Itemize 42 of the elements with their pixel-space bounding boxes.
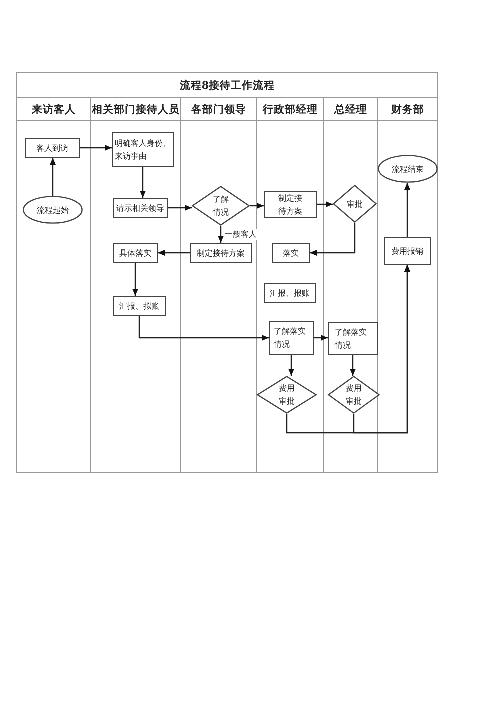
arrow bbox=[140, 167, 146, 198]
decision-diamond: 费用审批 bbox=[257, 376, 317, 414]
process-box: 客人到访 bbox=[25, 138, 80, 158]
arrow bbox=[350, 355, 356, 376]
process-box: 具体落实 bbox=[113, 243, 158, 263]
terminal-ellipse: 流程结束 bbox=[378, 155, 438, 183]
edge-label: 一般客人 bbox=[224, 228, 258, 240]
decision-diamond: 费用审批 bbox=[328, 376, 380, 414]
arrow bbox=[404, 183, 410, 237]
process-box: 汇报、拟账 bbox=[113, 296, 166, 316]
arrow bbox=[218, 226, 224, 243]
decision-diamond: 审批 bbox=[333, 185, 377, 223]
arrow bbox=[158, 250, 190, 256]
arrow bbox=[250, 203, 264, 209]
column-header: 行政部经理 bbox=[262, 102, 319, 118]
process-box: 制定接待方案 bbox=[264, 191, 317, 218]
column-header: 总经理 bbox=[333, 102, 368, 118]
process-box: 了解落实情况 bbox=[269, 321, 314, 355]
arrow bbox=[314, 335, 328, 341]
arrow bbox=[80, 145, 112, 151]
arrow bbox=[132, 263, 138, 296]
column-header: 相关部门接待人员 bbox=[91, 102, 181, 118]
arrow bbox=[353, 265, 410, 434]
process-box: 费用报销 bbox=[384, 237, 431, 265]
process-box: 了解落实情况 bbox=[328, 322, 378, 355]
arrow bbox=[317, 202, 333, 208]
process-box: 落实 bbox=[272, 243, 310, 263]
arrow bbox=[168, 205, 192, 211]
decision-diamond: 了解情况 bbox=[192, 186, 250, 226]
process-box: 制定接待方案 bbox=[190, 243, 252, 263]
process-box: 请示相关领导 bbox=[113, 198, 168, 218]
arrow bbox=[50, 158, 56, 196]
column-header: 来访客人 bbox=[31, 102, 77, 118]
process-box: 明确客人身份、来访事由 bbox=[112, 132, 174, 167]
column-header: 财务部 bbox=[390, 102, 426, 118]
terminal-ellipse: 流程起始 bbox=[23, 196, 83, 224]
arrow bbox=[138, 316, 269, 341]
title: 流程8接待工作流程 bbox=[178, 78, 276, 94]
arrow bbox=[310, 223, 356, 256]
arrow bbox=[288, 355, 294, 376]
column-header: 各部门领导 bbox=[190, 102, 248, 118]
process-box: 汇报、报账 bbox=[264, 283, 316, 303]
